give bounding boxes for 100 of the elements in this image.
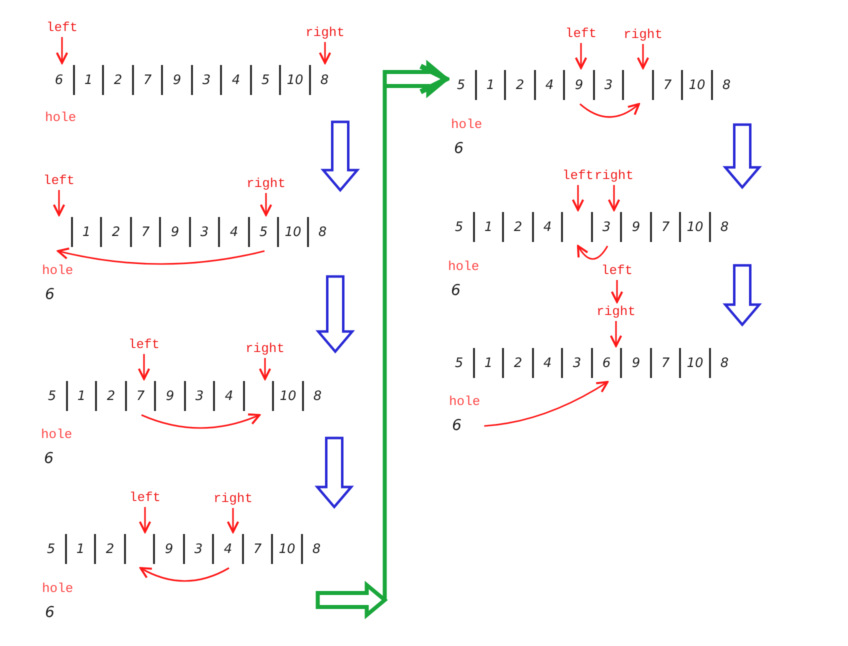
array-cell: 7 <box>654 70 684 100</box>
array-cell: 8 <box>308 217 338 247</box>
step-arrow <box>722 123 762 190</box>
array-cell: 7 <box>126 381 156 411</box>
array-cell: 9 <box>565 70 595 100</box>
array-cell: 4 <box>534 212 564 242</box>
array-cell: 10 <box>274 381 304 411</box>
pointer-arrow <box>610 280 624 304</box>
pointer-label: right <box>244 176 288 191</box>
array-cell: 7 <box>134 65 164 95</box>
array-cell: 9 <box>622 212 652 242</box>
pointer-label: left <box>40 20 84 35</box>
array-cell: 7 <box>652 348 682 378</box>
array-cell: 6 <box>45 65 75 95</box>
array-cell: 8 <box>712 70 742 100</box>
array-cell: 9 <box>161 217 191 247</box>
array-cell: 3 <box>186 381 216 411</box>
array-cell: 1 <box>72 217 102 247</box>
move-arrow <box>139 566 230 582</box>
array-cell: 5 <box>37 534 67 564</box>
pointer-label: right <box>594 304 638 319</box>
array-cell: 7 <box>652 212 682 242</box>
pointer-label: left <box>37 173 81 188</box>
pointer-label: left <box>123 490 167 505</box>
array-cell: 2 <box>102 217 132 247</box>
array-cell: 9 <box>155 534 185 564</box>
hole-label: hole <box>451 117 482 132</box>
array-cell: 8 <box>310 65 340 95</box>
array-cell: 3 <box>594 70 624 100</box>
array-cell: 2 <box>504 212 534 242</box>
pointer-arrow <box>318 42 332 64</box>
array-cell: 1 <box>474 348 504 378</box>
array-cell: 8 <box>302 534 332 564</box>
array-cell: 4 <box>536 70 566 100</box>
pointer-arrow <box>56 37 68 64</box>
pointer-label: left <box>595 263 639 278</box>
array-cell: 5 <box>250 217 280 247</box>
array-cell: 7 <box>244 534 274 564</box>
array-cell: 2 <box>504 348 534 378</box>
pointer-arrow <box>226 508 240 534</box>
array-cell: 7 <box>132 217 162 247</box>
array-cell: 1 <box>474 212 504 242</box>
array-cell: 1 <box>476 70 506 100</box>
pointer-arrow <box>258 358 272 380</box>
array-cell: 2 <box>97 381 127 411</box>
hole-value: 6 <box>43 450 54 467</box>
hole-value: 6 <box>453 140 464 157</box>
array-cell: 5 <box>447 70 477 100</box>
array-cell: 2 <box>104 65 134 95</box>
array-cell: 1 <box>74 65 104 95</box>
pointer-label: right <box>243 341 287 356</box>
move-arrow <box>56 247 265 265</box>
hole-label: hole <box>42 581 74 596</box>
array-cell: 4 <box>215 381 245 411</box>
array-cell: 10 <box>279 217 309 247</box>
hole-value: 6 <box>451 417 462 434</box>
array-cell: 9 <box>156 381 186 411</box>
array-cell: 9 <box>163 65 193 95</box>
move-arrow <box>141 413 261 429</box>
pointer-arrow <box>138 507 152 534</box>
flow-arrow <box>316 60 449 620</box>
array-cell: 8 <box>710 212 740 242</box>
array-cell: 2 <box>506 70 536 100</box>
array-cell: 10 <box>273 534 303 564</box>
hole-label: hole <box>45 110 76 125</box>
pointer-label: right <box>621 27 665 42</box>
array-cell: 3 <box>563 348 593 378</box>
array-cell: 1 <box>68 381 98 411</box>
array-cell: 6 <box>592 348 622 378</box>
hole-value: 6 <box>450 282 461 299</box>
pointer-arrow <box>52 190 66 216</box>
array-cell: 4 <box>220 217 250 247</box>
hole-value: 6 <box>44 286 55 303</box>
array-cell: 3 <box>184 534 214 564</box>
pointer-label: right <box>303 25 347 40</box>
pointer-label: left <box>559 26 603 41</box>
pointer-arrow <box>608 185 620 212</box>
array-cell: 4 <box>534 348 564 378</box>
hole-value: 6 <box>44 604 55 621</box>
array-cell: 8 <box>304 381 334 411</box>
array-cell: 3 <box>190 217 220 247</box>
array-cell: 2 <box>96 534 126 564</box>
move-arrow <box>580 102 640 118</box>
array-cell: 10 <box>681 348 711 378</box>
array-cell: 10 <box>681 212 711 242</box>
array-cell: 5 <box>38 381 68 411</box>
hole-label: hole <box>449 394 480 409</box>
array-cell: 10 <box>683 70 713 100</box>
array-cell: 5 <box>445 348 475 378</box>
step-arrow <box>316 275 355 354</box>
array-cell: 10 <box>281 65 311 95</box>
step-arrow <box>722 264 762 327</box>
array-cell: 4 <box>222 65 252 95</box>
pointer-arrow <box>138 354 150 380</box>
pointer-arrow <box>260 193 272 216</box>
array-cell: 9 <box>622 348 652 378</box>
pointer-label: right <box>211 491 255 506</box>
step-arrow <box>314 436 354 509</box>
pointer-arrow <box>610 321 622 348</box>
hole-label: hole <box>448 259 480 274</box>
